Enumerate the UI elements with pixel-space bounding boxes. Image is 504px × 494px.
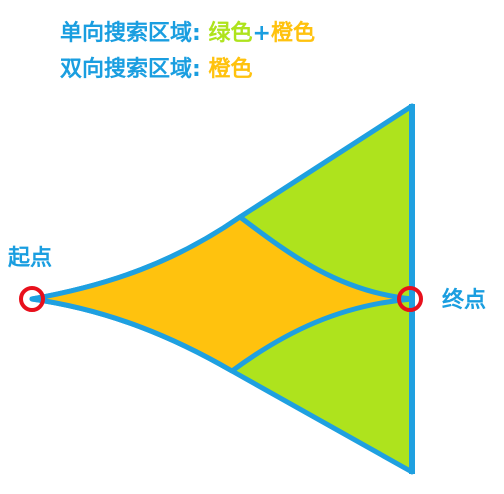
legend-orange-text-1: 橙色 (270, 21, 315, 46)
end-node-label: 终点 (442, 288, 487, 313)
legend-bidirectional: 双向搜索区域: 橙色 (60, 56, 253, 84)
legend-plus: + (252, 21, 271, 46)
start-node-label: 起点 (8, 246, 53, 271)
start-node-circle (19, 286, 45, 312)
legend-unidirectional: 单向搜索区域: 绿色+橙色 (60, 20, 315, 48)
end-node-circle (397, 286, 423, 312)
legend-bidirectional-label: 双向搜索区域: (60, 57, 201, 82)
legend-unidirectional-label: 单向搜索区域: (60, 21, 201, 46)
legend-orange-text-2: 橙色 (208, 57, 253, 82)
legend-green-text: 绿色 (208, 21, 253, 46)
